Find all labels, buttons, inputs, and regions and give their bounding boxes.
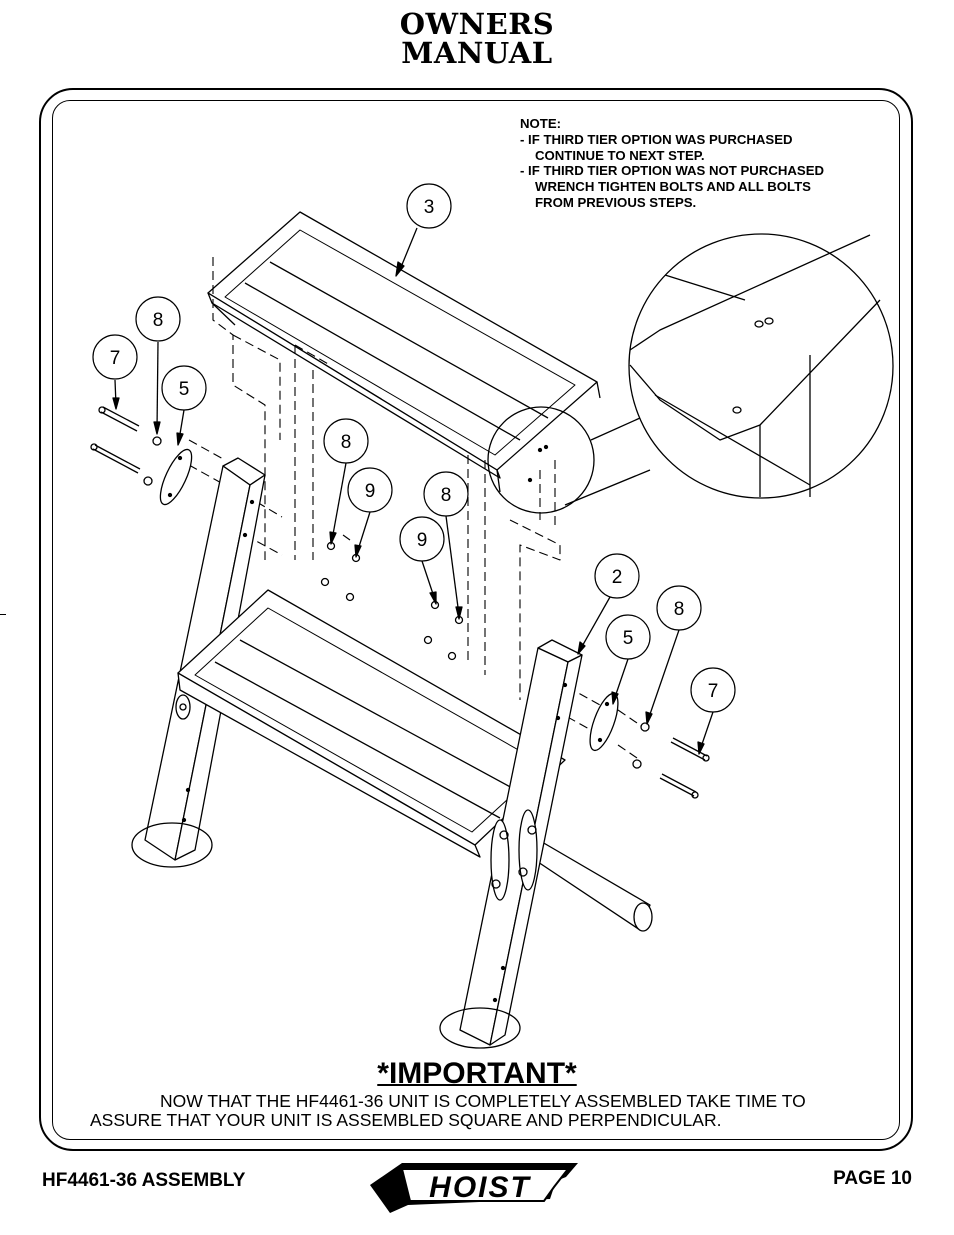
leader-lines [112, 227, 714, 755]
important-heading: *IMPORTANT* [0, 1058, 954, 1090]
important-message: NOW THAT THE HF4461-36 UNIT IS COMPLETEL… [90, 1092, 870, 1130]
message-line: NOW THAT THE HF4461-36 UNIT IS COMPLETEL… [160, 1091, 806, 1111]
logo-text: HOIST [429, 1171, 531, 1204]
note-line: CONTINUE TO NEXT STEP. [535, 147, 705, 163]
right-upright [439, 639, 583, 1049]
important-label: *IMPORTANT* [377, 1057, 577, 1090]
callout-number: 2 [612, 567, 623, 588]
callout-numbers: 3 8 7 5 8 9 8 9 2 8 5 7 [110, 197, 719, 702]
title-line-manual: MANUAL [401, 36, 553, 70]
note-line: WRENCH TIGHTEN BOLTS AND ALL BOLTS [535, 179, 811, 195]
note-heading: NOTE: [520, 116, 562, 131]
callout-number: 3 [424, 197, 435, 218]
callout-number: 8 [441, 485, 452, 506]
callout-circles [92, 183, 736, 713]
left-hardware [90, 406, 193, 506]
assembly-note: NOTE: - IF THIRD TIER OPTION WAS PURCHAS… [520, 116, 900, 211]
callout-circle [347, 467, 393, 513]
callout-number: 9 [417, 530, 428, 551]
note-line: - IF THIRD TIER OPTION WAS NOT PURCHASED [520, 163, 825, 179]
callout-number: 5 [179, 379, 190, 400]
title-line-owners: OWNERS [399, 7, 555, 41]
callout-number: 5 [623, 628, 634, 649]
callout-circle [605, 614, 651, 660]
upper-shelf [207, 211, 601, 493]
manual-title: OWNERS MANUAL [0, 10, 954, 68]
message-line: ASSURE THAT YOUR UNIT IS ASSEMBLED SQUAR… [90, 1110, 722, 1130]
assembly-label: HF4461-36 ASSEMBLY [42, 1170, 246, 1191]
detail-view [487, 233, 894, 514]
callout-circle [423, 471, 469, 517]
page-number: PAGE 10 [833, 1168, 912, 1189]
callout-circle [399, 516, 445, 562]
note-line: FROM PREVIOUS STEPS. [535, 194, 697, 210]
callout-number: 8 [153, 310, 164, 331]
outer-frame [39, 88, 913, 1151]
callout-number: 7 [708, 681, 719, 702]
callout-circle [161, 365, 207, 411]
note-line: - IF THIRD TIER OPTION WAS PURCHASED [520, 131, 793, 147]
callout-circle [406, 183, 452, 229]
inner-frame [52, 100, 900, 1140]
callout-number: 7 [110, 348, 121, 369]
callout-circle [594, 553, 640, 599]
lower-shelf [177, 589, 566, 858]
callout-circle [135, 296, 181, 342]
callout-circle [92, 334, 138, 380]
callout-number: 8 [341, 432, 352, 453]
callout-number: 8 [674, 599, 685, 620]
hoist-logo: HOIST [370, 1163, 578, 1213]
callout-circle [323, 418, 369, 464]
callout-circle [690, 667, 736, 713]
callout-number: 9 [365, 481, 376, 502]
callout-circle [656, 585, 702, 631]
right-hardware [589, 692, 710, 799]
margin-mark [0, 614, 6, 615]
